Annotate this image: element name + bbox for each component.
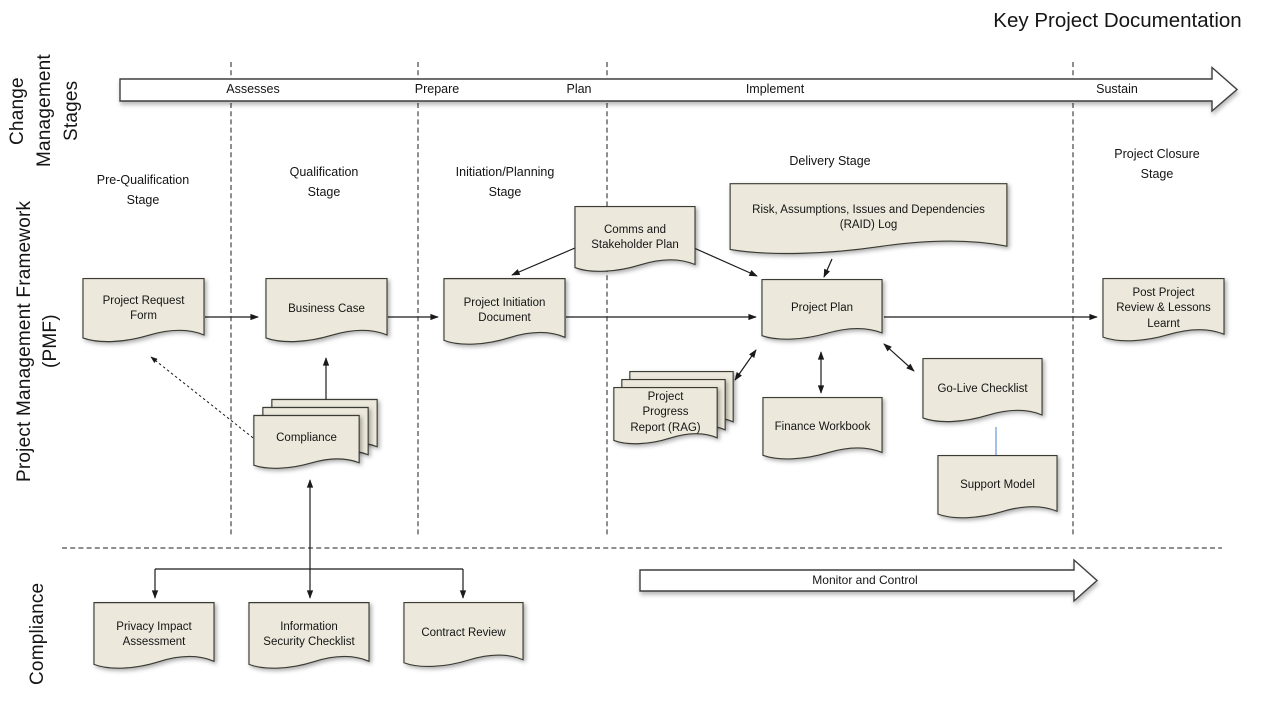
stage-label-project-closure: Project Closure Stage	[1114, 147, 1200, 181]
document-shape	[265, 278, 388, 352]
doc-label: Project Progress Report (RAG)	[630, 391, 701, 434]
doc-label: Privacy Impact Assessment	[116, 620, 192, 648]
doc-privacy-impact-assessment: Privacy Impact Assessment	[93, 602, 215, 679]
doc-label: Post Project Review & Lessons Learnt	[1116, 287, 1211, 330]
document-shape	[762, 397, 883, 469]
doc-label: Information Security Checklist	[263, 620, 355, 648]
document-shape	[93, 602, 215, 679]
doc-support-model: Support Model	[937, 455, 1058, 528]
lane-label-pmf: Project Management Framework (PMF)	[14, 200, 61, 482]
document-sheet-front	[613, 387, 718, 453]
stage-label-pre-qualification: Pre-Qualification Stage	[96, 173, 190, 207]
doc-label: Project Request Form	[102, 295, 185, 323]
document-shape	[248, 602, 370, 679]
document-sheet-front	[253, 415, 360, 477]
document-shape	[82, 278, 205, 352]
doc-project-initiation-document: Project Initiation Document	[443, 278, 566, 355]
doc-label: Go-Live Checklist	[937, 382, 1028, 395]
connector-comms-plan-to-project-plan	[693, 247, 758, 277]
document-shape	[443, 278, 566, 355]
lane-label-compliance: Compliance	[27, 582, 48, 686]
doc-compliance-stack: Compliance	[253, 399, 378, 479]
document-shape	[937, 455, 1058, 528]
step-label-assesses: Assesses	[226, 82, 280, 96]
doc-label: Risk, Assumptions, Issues and Dependenci…	[752, 203, 985, 231]
doc-comms-stakeholder-plan: Comms and Stakeholder Plan	[574, 206, 696, 282]
document-shape	[729, 183, 1008, 265]
doc-project-progress-report-stack: Project Progress Report (RAG)	[613, 371, 734, 453]
step-label-sustain: Sustain	[1096, 82, 1138, 96]
doc-label: Contract Review	[421, 627, 506, 640]
stage-label-qualification: Qualification Stage	[289, 165, 359, 199]
document-shape	[403, 602, 524, 677]
doc-label: Finance Workbook	[774, 421, 871, 434]
doc-business-case: Business Case	[265, 278, 388, 352]
stage-label-initiation-planning: Initiation/Planning Stage	[455, 165, 555, 199]
doc-go-live-checklist: Go-Live Checklist	[922, 358, 1043, 432]
doc-label: Project Plan	[790, 302, 853, 315]
connector-project-plan-progress-report	[734, 349, 757, 381]
page-title: Key Project Documentation	[993, 9, 1242, 32]
doc-contract-review: Contract Review	[403, 602, 524, 677]
monitor-and-control-arrow	[639, 558, 1099, 603]
doc-raid-log: Risk, Assumptions, Issues and Dependenci…	[729, 183, 1008, 265]
doc-project-plan: Project Plan	[761, 279, 883, 349]
document-shape	[574, 206, 696, 282]
step-label-plan: Plan	[566, 82, 592, 96]
document-shape	[922, 358, 1043, 432]
step-label-prepare: Prepare	[414, 82, 460, 96]
connector-raid-log-to-project-plan	[823, 258, 833, 278]
doc-label: Project Initiation Document	[463, 296, 546, 324]
doc-information-security-checklist: Information Security Checklist	[248, 602, 370, 679]
change-stages-arrow	[119, 65, 1239, 113]
stage-label-delivery: Delivery Stage	[789, 154, 871, 168]
connector-compliance-to-request-form-dotted	[150, 356, 258, 442]
doc-label: Comms and Stakeholder Plan	[591, 224, 679, 252]
doc-label: Compliance	[276, 432, 337, 445]
doc-post-project-review: Post Project Review & Lessons Learnt	[1102, 278, 1225, 351]
connector-comms-plan-to-pid	[511, 247, 576, 276]
doc-finance-workbook: Finance Workbook	[762, 397, 883, 469]
document-shape	[761, 279, 883, 349]
doc-label: Support Model	[960, 479, 1035, 492]
doc-project-request-form: Project Request Form	[82, 278, 205, 352]
connector-project-plan-go-live	[883, 343, 915, 372]
step-label-implement: Implement	[745, 82, 805, 96]
doc-label: Business Case	[288, 302, 365, 315]
document-shape	[1102, 278, 1225, 351]
monitor-and-control-label: Monitor and Control	[812, 573, 918, 587]
